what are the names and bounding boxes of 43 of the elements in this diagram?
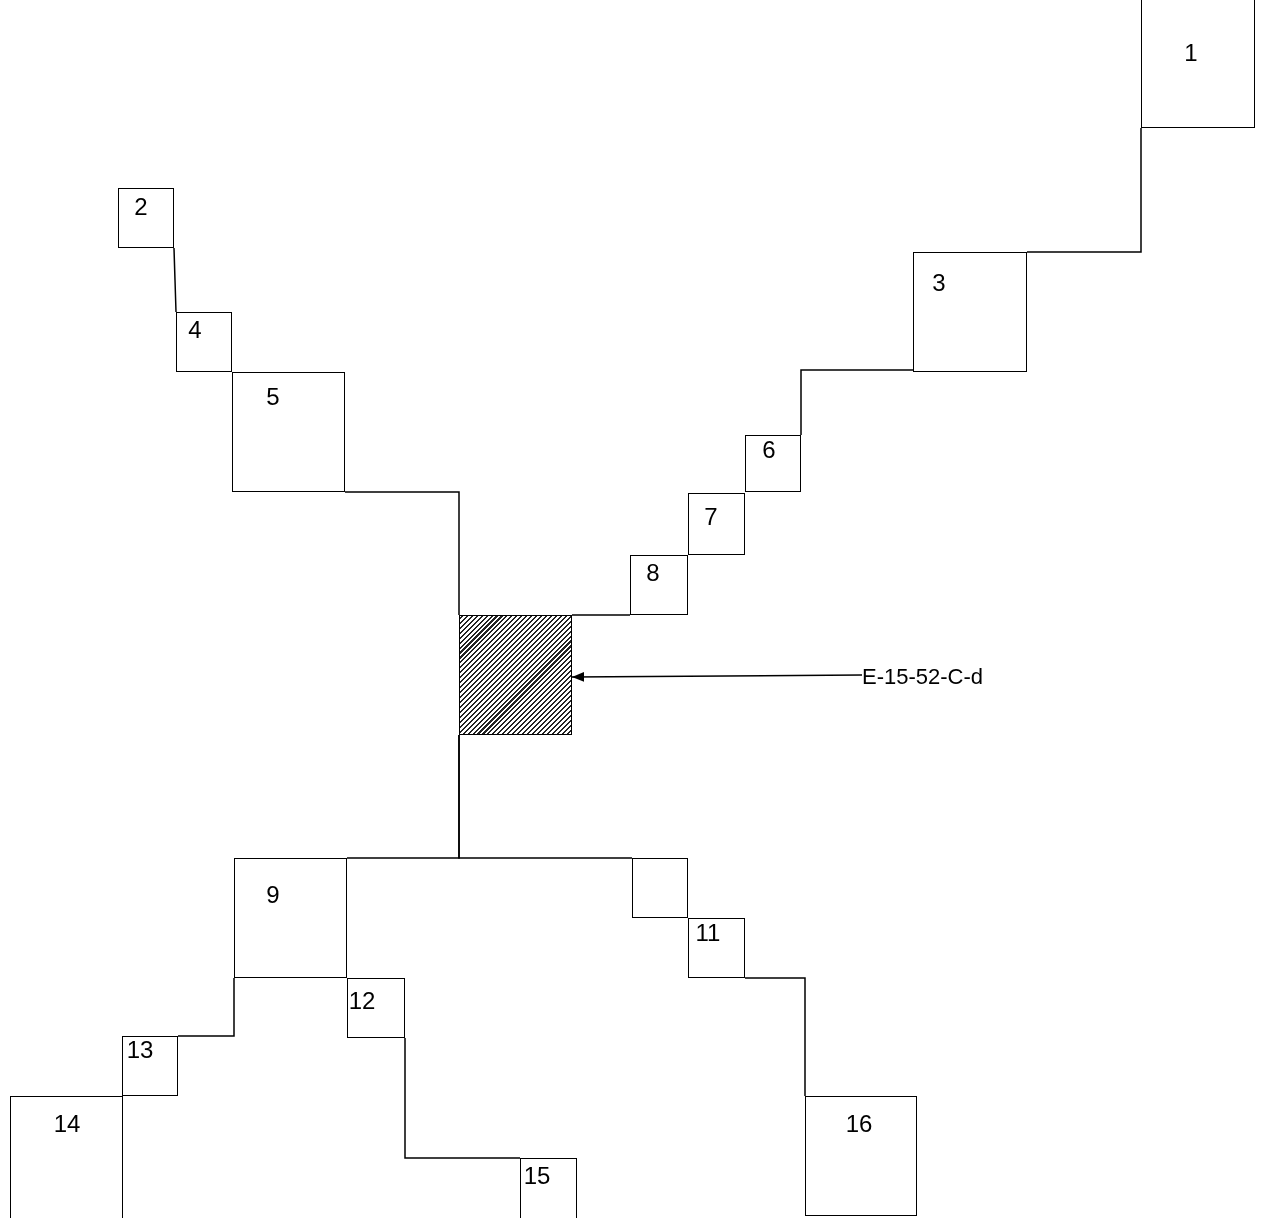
box-number: 4 [188,318,202,342]
numbered-box [232,372,345,492]
hatched-box [459,615,572,735]
box-number: 13 [126,1038,154,1062]
connector-line [177,977,235,1037]
box-number: 15 [523,1164,551,1188]
arrow [571,672,863,682]
connector-line [1026,127,1142,253]
numbered-box [176,312,232,372]
box-number: 6 [762,438,776,462]
numbered-box [520,1158,577,1218]
box-number: 12 [348,989,376,1013]
numbered-box [913,252,1027,372]
connector-line [344,491,460,616]
connector-line [800,369,914,436]
connector-line [744,977,806,1097]
connector-line [458,734,633,859]
numbered-box [1141,0,1255,128]
empty-box [632,858,688,918]
numbered-box [630,555,688,615]
box-number: 5 [266,385,280,409]
connector-line [173,247,177,313]
numbered-box [805,1096,917,1216]
connector-line [404,1037,521,1159]
box-number: 1 [1184,41,1198,65]
numbered-box [10,1096,123,1218]
callout-label: E-15-52-C-d [862,660,1062,694]
box-number: 3 [932,271,946,295]
numbered-box [745,435,801,492]
box-number: 16 [845,1112,873,1136]
numbered-box [688,918,745,978]
numbered-box [118,188,174,248]
box-number: 7 [704,505,718,529]
box-number: 9 [266,883,280,907]
box-number: 11 [695,921,721,945]
box-number: 2 [134,195,148,219]
numbered-box [688,493,745,555]
box-number: 8 [646,561,660,585]
numbered-box [122,1036,178,1096]
numbered-box [234,858,347,978]
box-number: 14 [53,1112,81,1136]
connector-line [571,614,631,616]
numbered-box [347,978,405,1038]
